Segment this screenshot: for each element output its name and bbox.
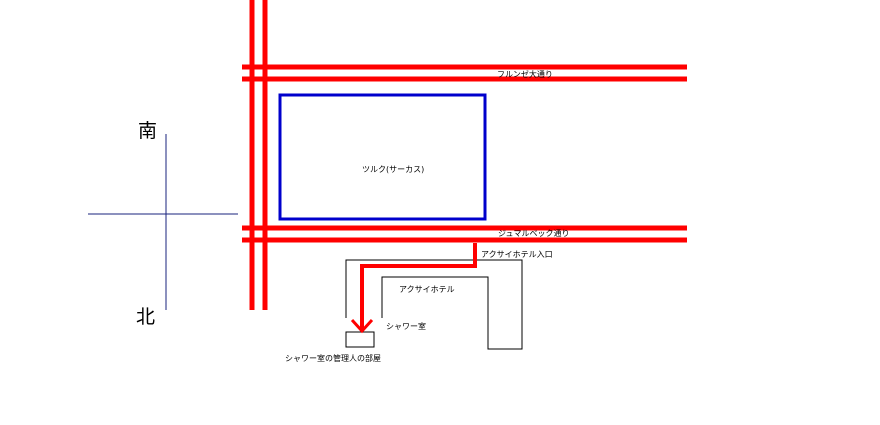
circus-building [278, 93, 487, 221]
hotel-outline [345, 259, 523, 350]
shower-room-label: シャワー室 [386, 321, 426, 331]
circus-label: ツルク(サーカス) [362, 165, 424, 174]
hotel-label: アクサイホテル [399, 285, 455, 294]
route-arrow-head [350, 318, 374, 334]
compass-north-label: 北 [136, 306, 155, 328]
shower-manager-room-label: シャワー室の管理人の部屋 [285, 353, 381, 363]
street-south-label: ジュマルベック通り [498, 228, 569, 238]
route-path [360, 243, 477, 330]
street-north-label: フルンゼ大通り [497, 69, 553, 79]
shower-room-box [345, 331, 375, 348]
hotel-entrance-label: アクサイホテル入口 [481, 250, 553, 259]
compass-south-label: 南 [138, 120, 157, 142]
